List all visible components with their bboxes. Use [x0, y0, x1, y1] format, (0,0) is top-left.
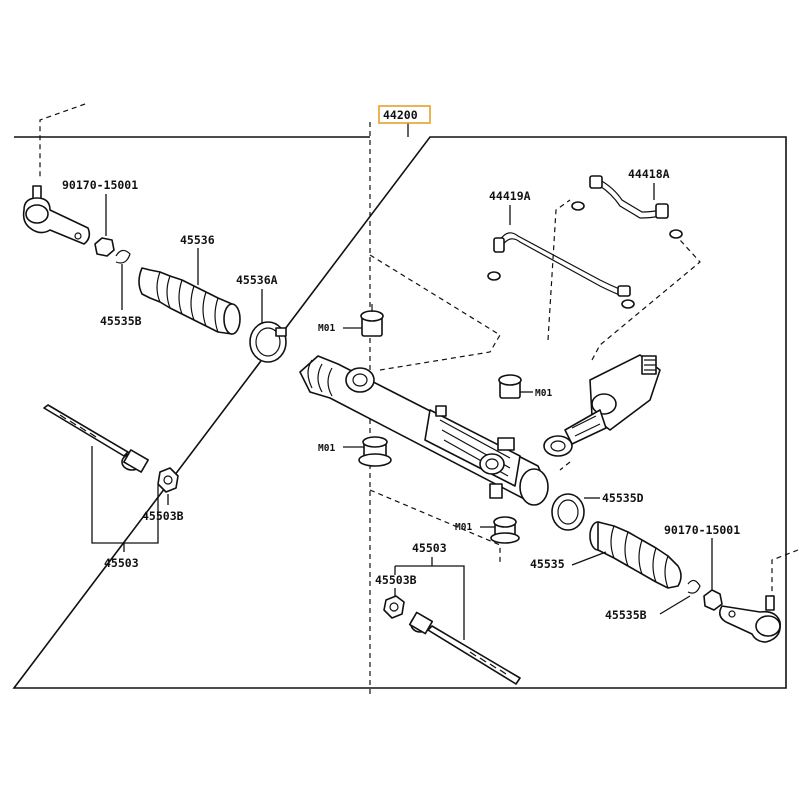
label-washer-left: 45503B — [142, 509, 184, 523]
assembly-number-box[interactable] — [378, 105, 431, 124]
cotter-pin-left[interactable] — [115, 249, 131, 264]
label-bushing-3: M01 — [318, 443, 335, 454]
label-pin-left: 45535B — [100, 314, 142, 328]
cotter-pin-right[interactable] — [687, 579, 701, 594]
inner-tie-rod-left[interactable] — [43, 404, 149, 473]
label-pipe-a: 44419A — [489, 189, 531, 203]
pipe-gasket-top[interactable] — [571, 201, 585, 211]
label-clamp-left: 45536A — [236, 273, 278, 287]
rack-boot-right[interactable] — [589, 521, 682, 589]
bushing-m01-bottom[interactable] — [490, 516, 520, 544]
boot-clamp-left[interactable] — [249, 321, 287, 363]
pipe-gasket-right[interactable] — [621, 299, 635, 309]
label-washer-right: 45503B — [375, 573, 417, 587]
label-bushing-1: M01 — [318, 323, 335, 334]
pipe-gasket-left[interactable] — [487, 271, 501, 281]
label-nut-left: 90170-15001 — [62, 178, 138, 192]
castle-nut-left[interactable] — [94, 237, 115, 257]
assembly-frame — [12, 136, 787, 689]
label-pin-right: 45535B — [605, 608, 647, 622]
castle-nut-right[interactable] — [703, 589, 723, 611]
pressure-pipe-44419a[interactable] — [493, 232, 631, 297]
boot-clamp-right[interactable] — [551, 493, 585, 531]
lock-washer-right[interactable] — [383, 595, 405, 619]
rack-boot-left[interactable] — [138, 267, 241, 335]
label-pipe-b: 44418A — [628, 167, 670, 181]
label-rod-right: 45503 — [412, 541, 447, 555]
label-bushing-2: M01 — [535, 388, 552, 399]
pipe-gasket-end[interactable] — [669, 229, 683, 239]
pressure-pipe-44418a[interactable] — [589, 175, 669, 219]
label-rod-left: 45503 — [104, 556, 139, 570]
label-clamp-right: 45535D — [602, 491, 644, 505]
bushing-m01-upper[interactable] — [360, 304, 384, 337]
lock-washer-left[interactable] — [157, 467, 179, 493]
bushing-m01-lower[interactable] — [358, 436, 392, 467]
label-nut-right: 90170-15001 — [664, 523, 740, 537]
tie-rod-end-right[interactable] — [718, 595, 782, 643]
assembly-number-label[interactable]: 44200 — [383, 108, 418, 122]
rack-housing[interactable] — [299, 355, 549, 506]
label-boot-left: 45536 — [180, 233, 215, 247]
inner-tie-rod-right[interactable] — [408, 611, 521, 685]
label-boot-right: 45535 — [530, 557, 565, 571]
label-bushing-4: M01 — [455, 522, 472, 533]
tie-rod-end-left[interactable] — [22, 185, 91, 245]
bushing-m01-mid[interactable] — [498, 374, 522, 399]
pinion-valve[interactable] — [543, 354, 661, 457]
